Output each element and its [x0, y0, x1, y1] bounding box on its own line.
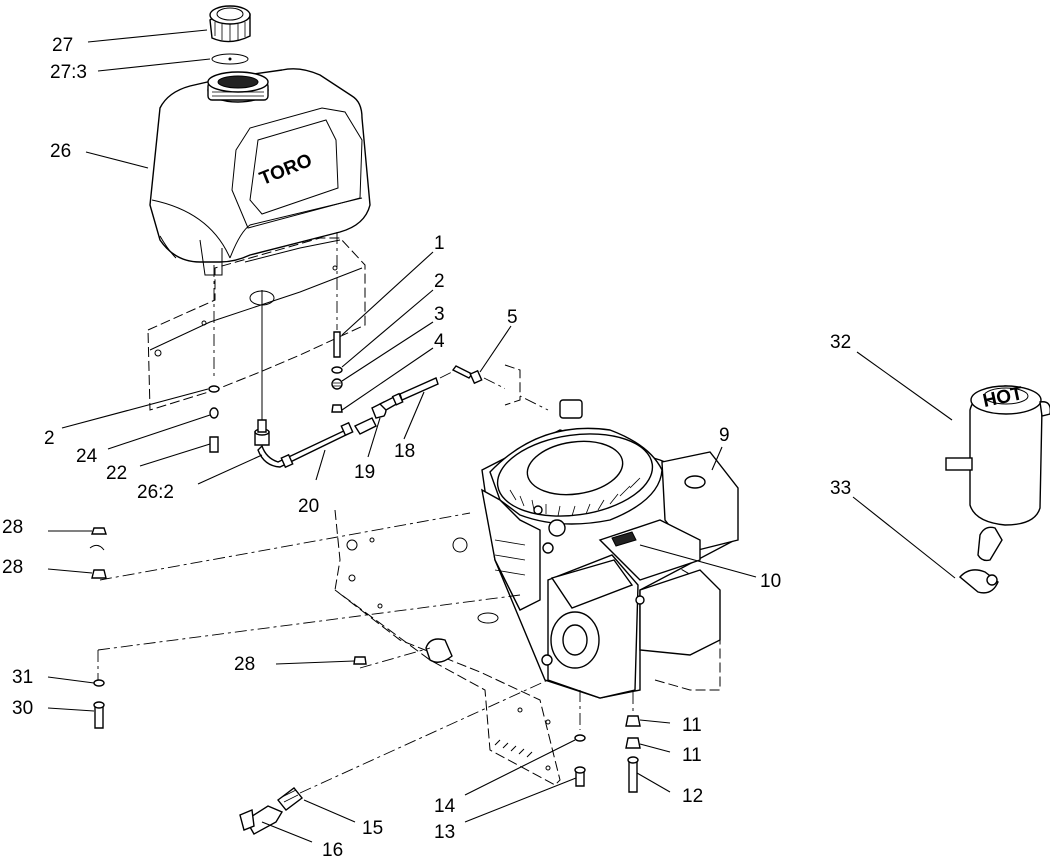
tank-mount-hardware-left: [208, 265, 220, 453]
callout-30: 30: [12, 698, 33, 719]
fuel-shutoff-outlet: [254, 290, 270, 446]
callout-13: 13: [434, 822, 455, 843]
frame-plate: [147, 237, 366, 411]
callout-9: 9: [719, 425, 730, 446]
callout-2-upper: 2: [434, 271, 445, 292]
callout-16: 16: [322, 840, 343, 861]
callout-14: 14: [434, 796, 456, 817]
cap-gasket: [211, 53, 249, 65]
callout-28-a: 28: [2, 517, 23, 538]
hardware-28-upper: [89, 527, 107, 579]
assembly-lines: [97, 512, 634, 794]
callout-19: 19: [354, 462, 375, 483]
callout-11-a: 11: [682, 715, 702, 736]
engine: [481, 399, 739, 699]
callout-27: 27: [52, 35, 73, 56]
leader-lines: [47, 29, 956, 843]
hardware-11-12: [625, 715, 641, 793]
callout-10: 10: [760, 571, 781, 592]
fuel-filter: [353, 395, 401, 435]
callout-15: 15: [362, 818, 383, 839]
callout-11-b: 11: [682, 745, 702, 766]
callout-24: 24: [76, 446, 98, 467]
tank-mount-hardware-right: [331, 232, 343, 413]
callout-33: 33: [830, 478, 851, 499]
fuel-hose-upper: [391, 365, 549, 411]
intake-fitting: [425, 638, 453, 663]
callout-4: 4: [434, 331, 445, 352]
callout-1: 1: [434, 233, 445, 254]
fuel-cap: [209, 5, 251, 43]
callout-12: 12: [682, 786, 703, 807]
fuel-hose: [257, 421, 354, 469]
callout-32: 32: [830, 332, 851, 353]
callout-26: 26: [50, 141, 71, 162]
fuel-tank: TORO: [149, 68, 371, 276]
callout-labels: 27 27:3 26 1 2 3 4 5 2 24 22 26:2 20 19 …: [2, 35, 851, 861]
callout-18: 18: [394, 441, 415, 462]
callout-20: 20: [298, 496, 319, 517]
callout-26-2: 26:2: [137, 482, 174, 503]
muffler-guard: HOT: [945, 383, 1050, 526]
callout-27-3: 27:3: [50, 62, 87, 83]
callout-28-b: 28: [2, 557, 23, 578]
hardware-14-13: [574, 734, 586, 787]
callout-3: 3: [434, 304, 445, 325]
callout-22: 22: [106, 463, 127, 484]
callout-31: 31: [12, 667, 33, 688]
callout-28-c: 28: [234, 654, 255, 675]
fuel-fitting-16: [239, 805, 284, 835]
fuel-fitting-15: [277, 787, 303, 811]
hardware-31-30: [93, 679, 105, 729]
hardware-28-lower: [353, 656, 367, 665]
muffler-clamp: [958, 526, 1003, 594]
callout-2-lower: 2: [44, 428, 55, 449]
callout-5: 5: [507, 307, 518, 328]
